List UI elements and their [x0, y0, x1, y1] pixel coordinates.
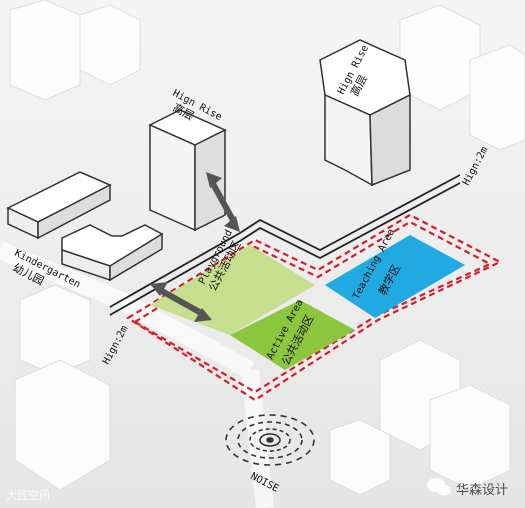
watermark-right: 华森设计	[456, 483, 509, 498]
tower-right	[319, 39, 411, 187]
zone-teaching	[325, 235, 465, 318]
zone-active	[230, 300, 355, 370]
zones	[150, 235, 465, 370]
wechat-icon	[427, 478, 451, 496]
watermark-left: 大匠空间	[6, 489, 50, 502]
roads	[0, 241, 274, 508]
site-boundary	[125, 213, 503, 402]
zone-playground	[150, 245, 315, 335]
double-arrow-icon	[150, 172, 240, 322]
noise-rings-icon	[225, 414, 315, 466]
tower-left	[148, 109, 227, 232]
context-buildings	[9, 0, 525, 496]
perimeter-wall	[109, 174, 461, 316]
kindergarten-blocks	[6, 171, 164, 282]
